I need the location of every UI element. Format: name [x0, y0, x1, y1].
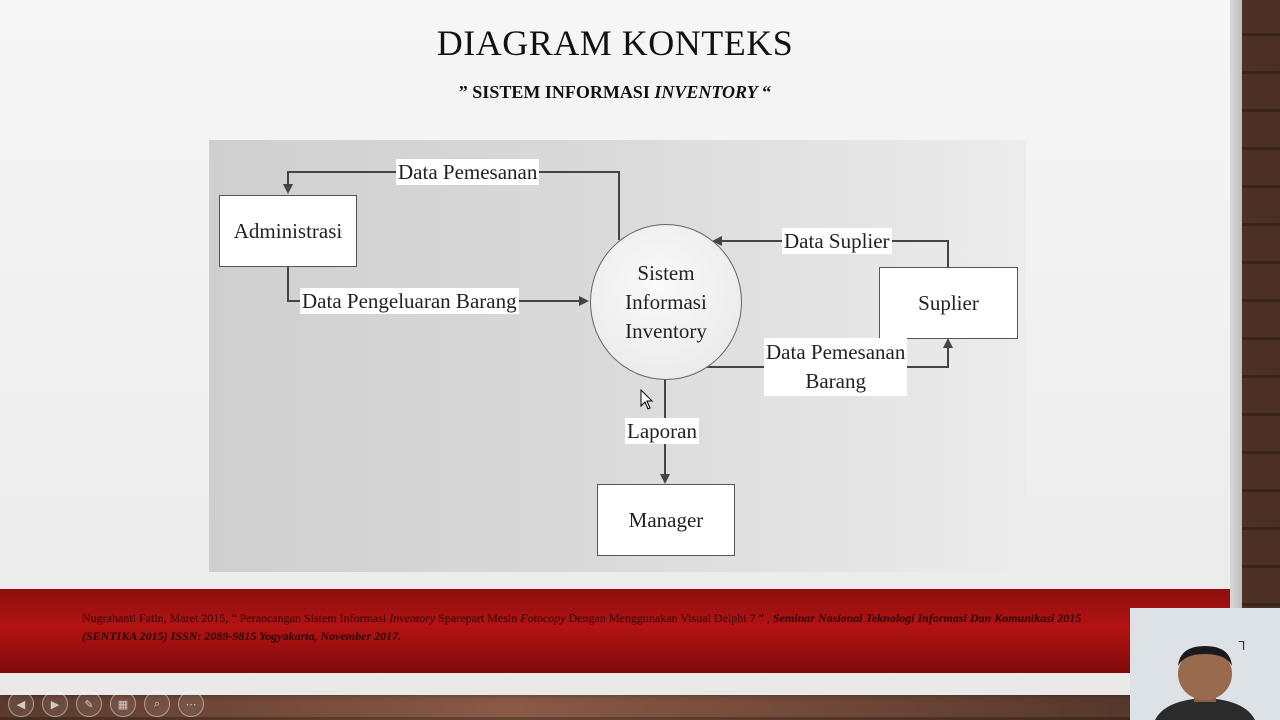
entity-suplier: Suplier	[879, 267, 1018, 339]
flow-label-data-pemesanan: Data Pemesanan	[396, 159, 540, 185]
webcam-overlay: ᒣ	[1130, 608, 1280, 720]
arrow-left-icon[interactable]: ◀	[8, 691, 34, 717]
process-label-line1: Sistem	[637, 260, 695, 285]
flow-label-data-pemesanan-barang: Data Pemesanan Barang	[764, 338, 908, 396]
presenter-video: ᒣ	[1130, 608, 1280, 720]
citation-part1: Nugrahanti Fatin, Maret 2015, “ Perancan…	[82, 611, 390, 625]
citation-part2: Inventory	[389, 611, 436, 625]
pen-icon[interactable]: ✎	[76, 691, 102, 717]
flow-label-line2: Barang	[805, 369, 867, 393]
subtitle-suffix: “	[757, 82, 772, 102]
citation-text: Nugrahanti Fatin, Maret 2015, “ Perancan…	[82, 609, 1122, 645]
slide-edge	[1230, 0, 1242, 695]
flow-label-data-suplier: Data Suplier	[782, 228, 892, 254]
citation-part6: Seminar Nasional Teknologi Informasi Dan…	[82, 611, 1082, 643]
process-label: Sistem Informasi Inventory	[625, 259, 707, 346]
flow-label-line1: Data Pemesanan	[766, 340, 906, 364]
citation-part3: Sparepart Mesin	[435, 611, 521, 625]
presentation-slide: DIAGRAM KONTEKS ” SISTEM INFORMASI INVEN…	[0, 0, 1230, 695]
citation-footer: Nugrahanti Fatin, Maret 2015, “ Perancan…	[0, 589, 1230, 673]
entity-manager: Manager	[597, 484, 735, 556]
context-diagram: Administrasi Suplier Manager Sistem Info…	[209, 140, 1026, 572]
more-icon[interactable]: ⋯	[178, 691, 204, 717]
subtitle-prefix: ” SISTEM INFORMASI	[458, 82, 655, 102]
process-sistem-informasi-inventory: Sistem Informasi Inventory	[590, 224, 742, 380]
zoom-icon[interactable]: ⌕	[144, 691, 170, 717]
citation-part5: Dengan Menggunakan Visual Delphi 7 ” ,	[565, 611, 773, 625]
subtitle-italic: INVENTORY	[654, 82, 758, 102]
slide-title: DIAGRAM KONTEKS	[436, 23, 794, 63]
process-label-line3: Inventory	[625, 318, 707, 343]
mouse-pointer-icon	[640, 389, 654, 410]
arrow-right-icon[interactable]: ▶	[42, 691, 68, 717]
entity-administrasi: Administrasi	[219, 195, 357, 267]
flow-label-laporan: Laporan	[625, 418, 699, 444]
slides-icon[interactable]: ▦	[110, 691, 136, 717]
flow-label-data-pengeluaran-barang: Data Pengeluaran Barang	[300, 288, 519, 314]
slideshow-controls: ◀ ▶ ✎ ▦ ⌕ ⋯	[0, 690, 268, 718]
svg-text:ᒣ: ᒣ	[1238, 639, 1245, 653]
slide-subtitle: ” SISTEM INFORMASI INVENTORY “	[0, 82, 1230, 103]
citation-part4: Fotocopy	[520, 611, 566, 625]
process-label-line2: Informasi	[625, 289, 707, 314]
